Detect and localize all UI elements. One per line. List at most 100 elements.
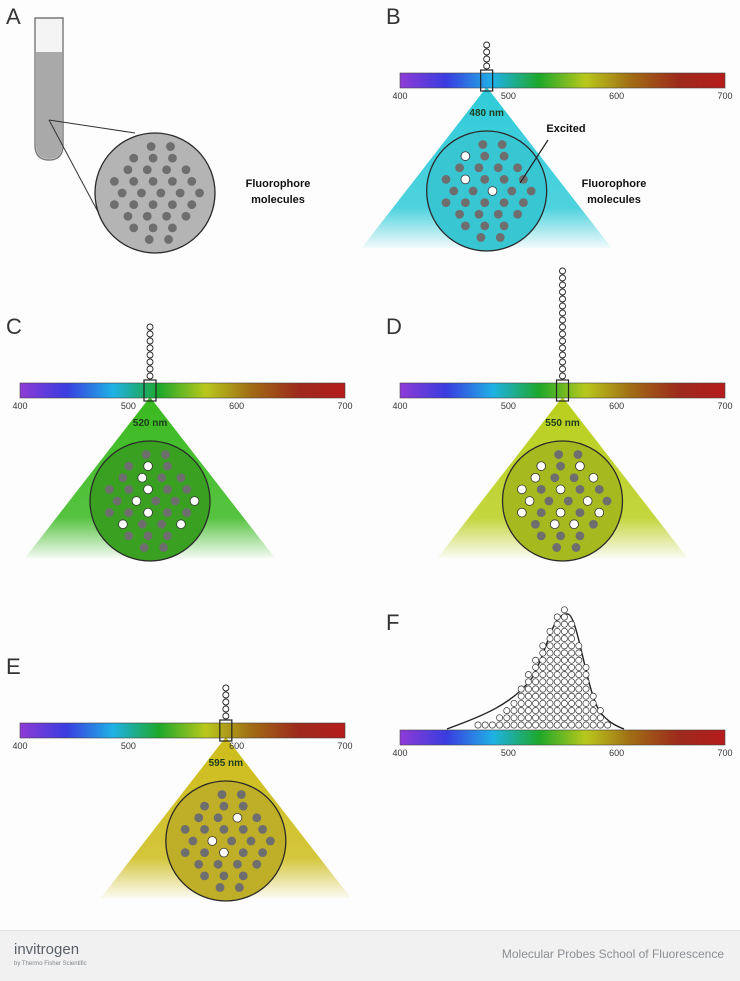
molecule <box>176 473 186 483</box>
molecule <box>575 508 585 518</box>
photon-marker <box>553 721 561 729</box>
molecule <box>575 531 585 541</box>
photon-marker <box>560 721 568 729</box>
sample-disk <box>94 132 216 254</box>
molecule <box>118 473 128 483</box>
molecule <box>187 176 197 186</box>
photon-marker <box>222 712 230 720</box>
molecule <box>252 813 262 823</box>
excited-molecule <box>530 472 541 483</box>
molecule <box>480 174 490 184</box>
photon-marker <box>560 649 568 657</box>
photon-marker <box>604 721 612 729</box>
spectrum-bar <box>399 382 726 399</box>
emission-curve <box>446 613 625 730</box>
molecule <box>157 473 167 483</box>
photon-marker <box>546 642 554 650</box>
molecule <box>238 848 248 858</box>
photon-marker <box>546 707 554 715</box>
photon-marker <box>546 678 554 686</box>
molecule <box>217 790 227 799</box>
photon-marker <box>539 714 547 722</box>
molecule <box>227 836 237 846</box>
photon-marker <box>146 358 154 366</box>
molecule <box>151 496 161 506</box>
molecule <box>188 836 198 846</box>
excited-molecule <box>588 472 599 483</box>
molecule <box>137 519 147 529</box>
molecule <box>168 176 177 186</box>
molecule <box>137 188 146 198</box>
footer: invitrogen by Thermo Fisher Scientific M… <box>0 930 740 981</box>
photon-marker <box>546 656 554 664</box>
molecule <box>144 235 154 244</box>
scale-tick-label: 700 <box>717 91 732 101</box>
photon-marker <box>553 656 561 664</box>
molecule <box>536 484 546 494</box>
molecule <box>182 484 192 494</box>
scale-tick-label: 700 <box>717 748 732 758</box>
molecule <box>215 883 225 892</box>
molecule <box>499 198 509 208</box>
photon-marker <box>546 699 554 707</box>
photon-marker <box>575 692 583 700</box>
molecule <box>129 153 139 163</box>
molecule <box>194 813 204 823</box>
sample-disk <box>426 130 548 252</box>
photon-marker <box>553 613 561 621</box>
photon-marker <box>546 692 554 700</box>
photon-marker <box>222 691 230 699</box>
scale-tick-label: 400 <box>392 401 407 411</box>
molecule <box>166 142 175 151</box>
scale-tick-label: 600 <box>609 91 624 101</box>
photon-marker <box>146 337 154 345</box>
molecule <box>109 176 119 186</box>
photon-marker <box>539 685 547 693</box>
photon-marker <box>568 671 576 679</box>
photon-marker <box>524 699 532 707</box>
molecule <box>117 188 127 198</box>
molecule <box>129 176 139 186</box>
molecule <box>493 163 503 173</box>
excited-pointer <box>519 139 549 184</box>
photon-marker <box>575 663 583 671</box>
photon-marker <box>546 627 554 635</box>
molecule <box>499 174 509 184</box>
molecule <box>124 484 134 494</box>
molecule <box>148 176 158 186</box>
photon-marker <box>222 684 230 692</box>
photon-marker <box>553 642 561 650</box>
molecule <box>602 496 612 506</box>
photon-marker <box>496 721 504 729</box>
molecule <box>194 859 204 869</box>
photon-marker <box>553 714 561 722</box>
molecule <box>513 209 523 219</box>
photon-marker <box>524 721 532 729</box>
photon-marker <box>553 635 561 643</box>
photon-marker <box>568 685 576 693</box>
scale-tick-label: 600 <box>609 401 624 411</box>
molecule <box>162 211 172 221</box>
fluorophore-label: molecules <box>251 194 305 206</box>
photon-marker <box>589 692 597 700</box>
molecule <box>480 221 490 231</box>
photon-marker <box>560 635 568 643</box>
molecule <box>519 198 528 208</box>
photon-marker <box>582 678 590 686</box>
photon-marker <box>559 288 566 296</box>
molecule <box>139 543 149 552</box>
molecule <box>182 508 192 518</box>
excited-molecule <box>594 507 605 518</box>
scale-tick-label: 600 <box>229 401 244 411</box>
photon-marker <box>582 699 590 707</box>
molecule <box>181 165 191 175</box>
photon-marker <box>560 642 568 650</box>
molecule <box>161 450 170 459</box>
scale-tick-label: 400 <box>12 401 27 411</box>
photon-marker <box>517 707 525 715</box>
photon-marker <box>596 714 604 722</box>
photon-marker <box>575 714 583 722</box>
photon-marker <box>560 714 568 722</box>
